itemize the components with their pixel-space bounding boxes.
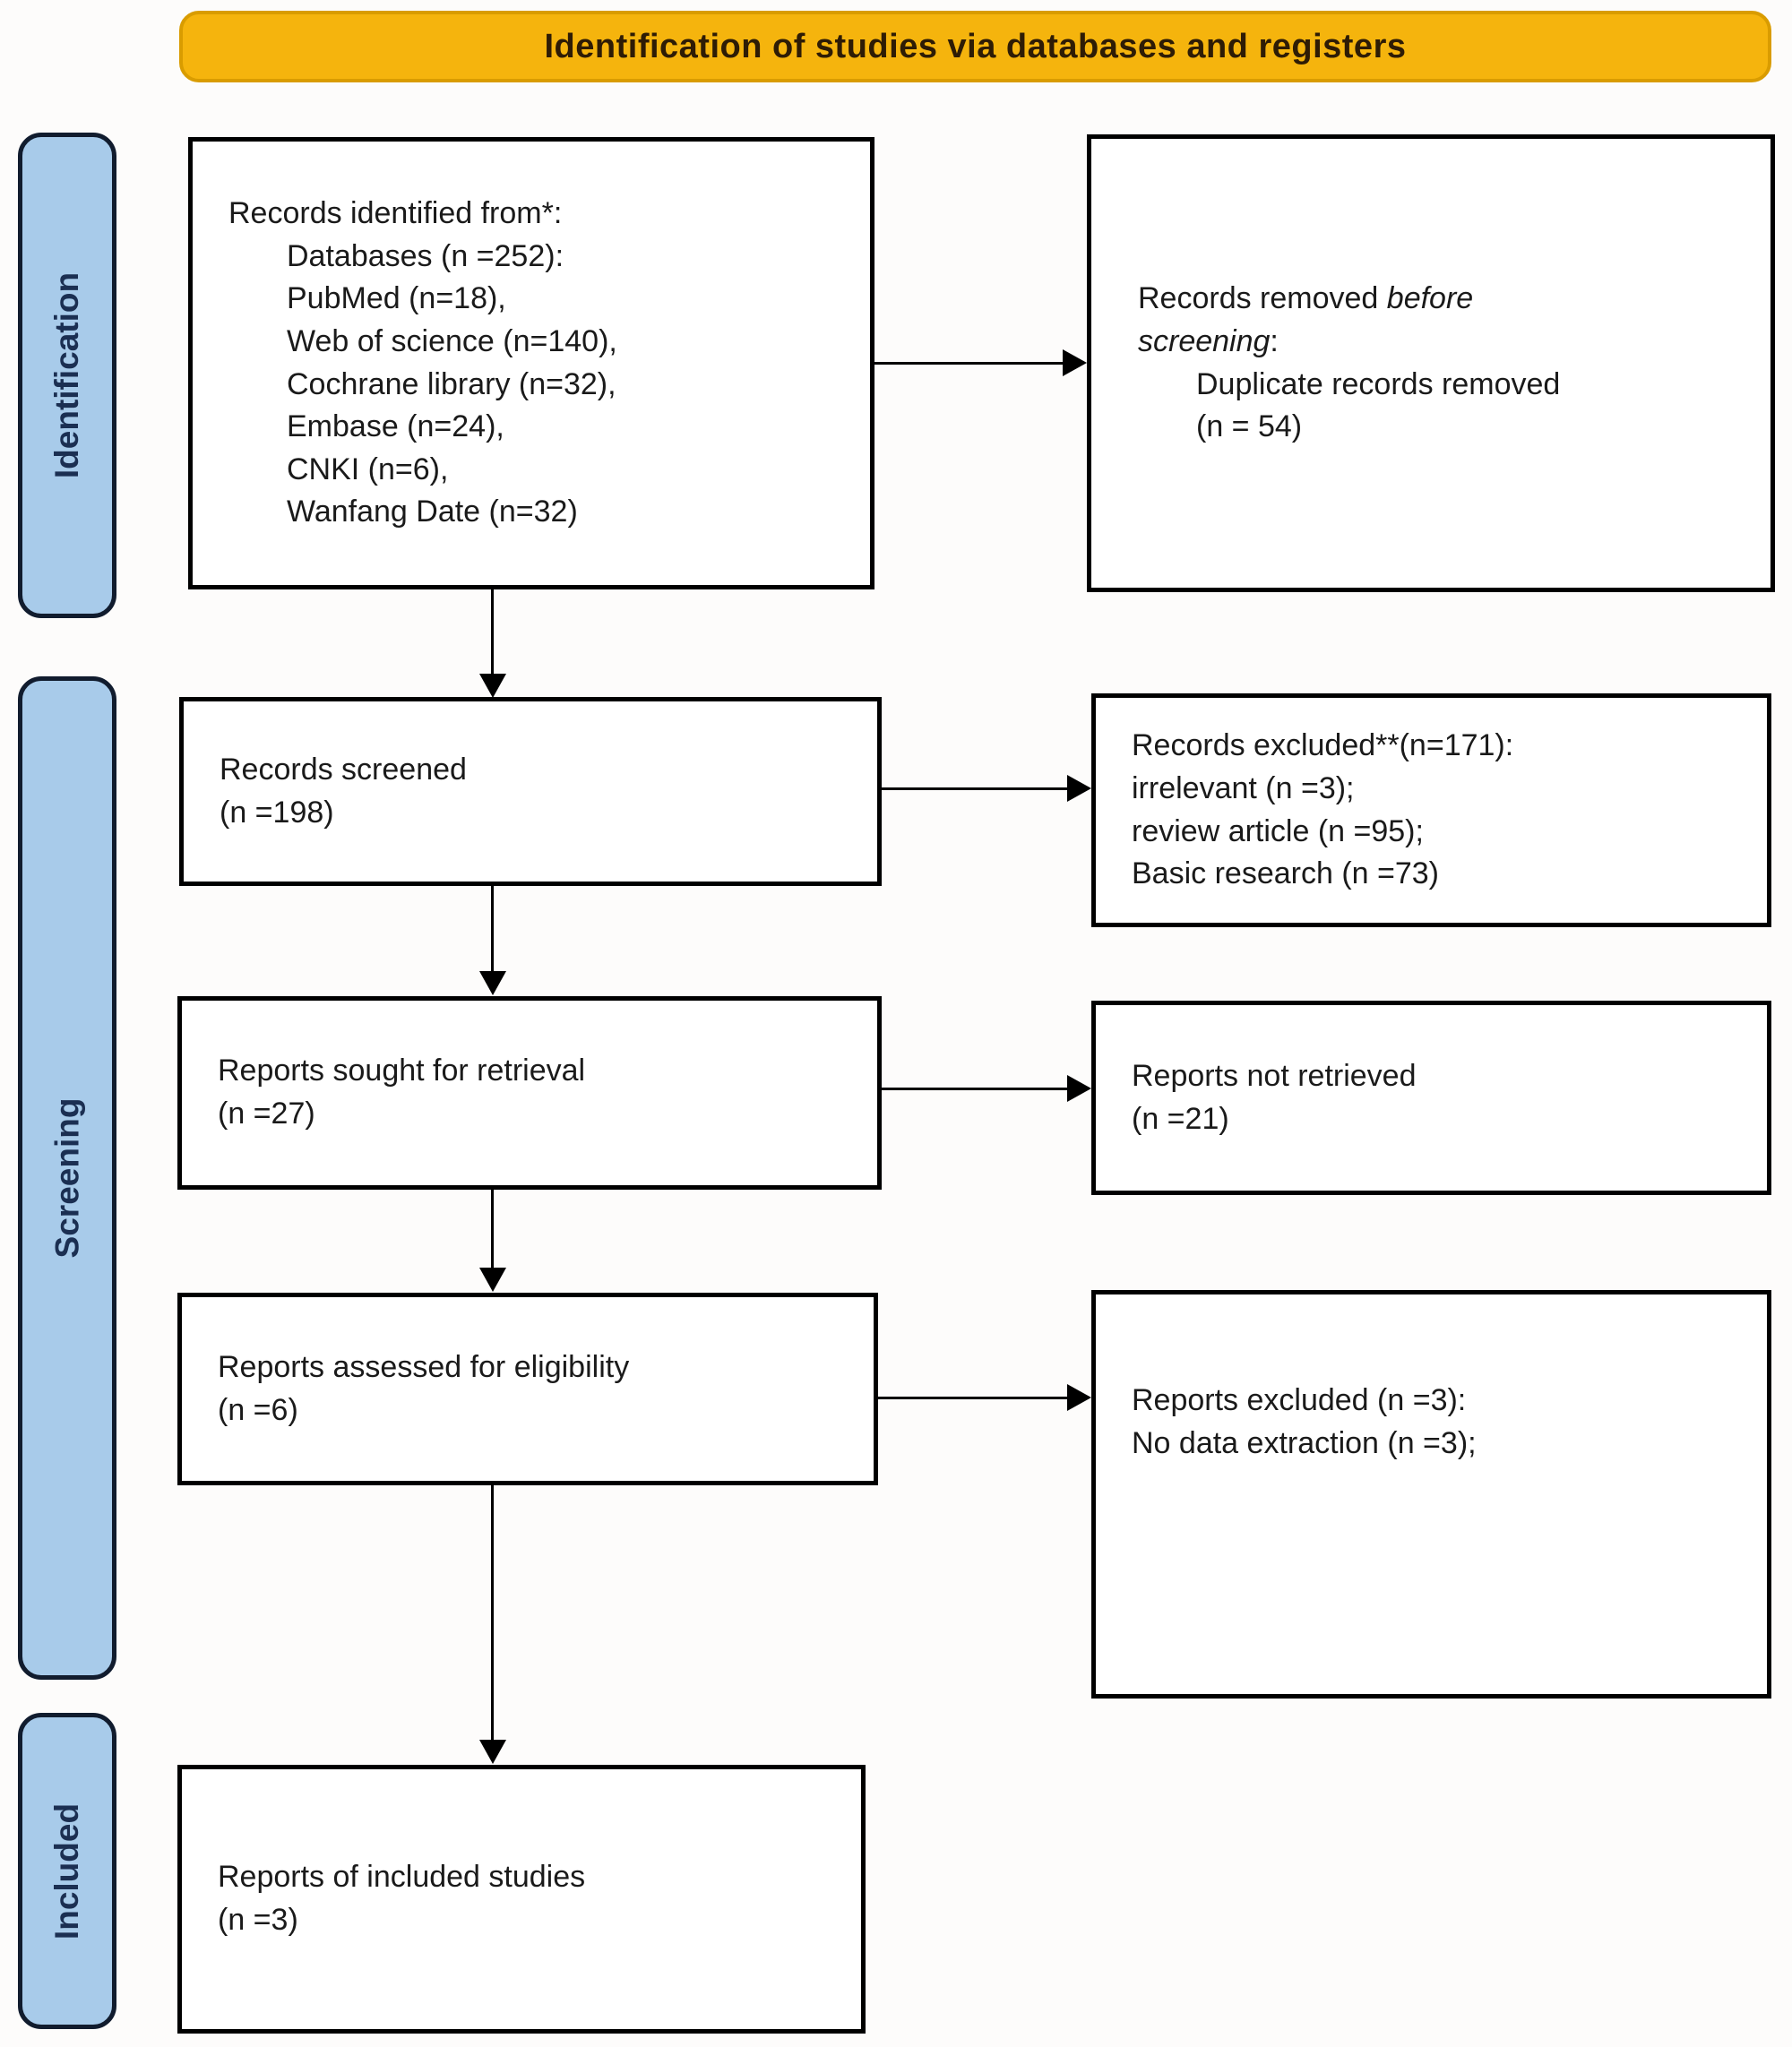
records-removed-title: Records removed before screening: <box>1138 278 1749 363</box>
box-reports-included: Reports of included studies (n =3) <box>177 1765 866 2034</box>
title-banner-text: Identification of studies via databases … <box>544 27 1407 65</box>
reports-excluded-reason: No data extraction (n =3); <box>1132 1425 1477 1460</box>
arrow-shaft <box>881 787 1068 790</box>
box-reports-sought: Reports sought for retrieval (n =27) <box>177 996 882 1190</box>
box-reports-excluded: Reports excluded (n =3): No data extract… <box>1091 1290 1771 1699</box>
records-identified-title: Records identified from*: <box>228 196 563 231</box>
records-removed-title-colon: : <box>1270 323 1279 358</box>
arrow-shaft <box>491 589 494 675</box>
arrow-shaft <box>877 1397 1068 1399</box>
records-identified-item: Cochrane library (n=32), <box>287 366 616 401</box>
arrow-shaft <box>874 362 1064 365</box>
box-reports-assessed: Reports assessed for eligibility (n =6) <box>177 1293 878 1485</box>
title-banner: Identification of studies via databases … <box>179 11 1771 82</box>
stage-pill-identification: Identification <box>18 133 116 618</box>
reports-sought-label: Reports sought for retrieval <box>218 1054 586 1088</box>
box-records-identified: Records identified from*: Databases (n =… <box>188 137 874 589</box>
arrow-head-down-icon <box>479 971 506 995</box>
records-excluded-title: Records excluded**(n=171): <box>1132 728 1514 763</box>
arrow-head-right-icon <box>1067 775 1091 802</box>
records-excluded-reason: Basic research (n =73) <box>1132 856 1439 891</box>
arrow-head-down-icon <box>479 674 506 698</box>
records-screened-count: (n =198) <box>220 795 334 830</box>
stage-label-included: Included <box>48 1802 85 1939</box>
arrow-shaft <box>491 1189 494 1269</box>
records-removed-title-normal: Records removed <box>1138 281 1387 316</box>
records-removed-count: (n = 54) <box>1196 409 1303 444</box>
stage-label-screening: Screening <box>48 1097 85 1259</box>
records-excluded-reason: irrelevant (n =3); <box>1132 770 1355 805</box>
arrow-head-down-icon <box>479 1740 506 1764</box>
records-identified-item: CNKI (n=6), <box>287 452 449 486</box>
records-identified-item: Wanfang Date (n=32) <box>287 495 578 529</box>
reports-sought-count: (n =27) <box>218 1097 315 1131</box>
reports-assessed-label: Reports assessed for eligibility <box>218 1349 630 1384</box>
reports-not-retrieved-label: Reports not retrieved <box>1132 1058 1417 1093</box>
stage-label-identification: Identification <box>48 271 86 479</box>
records-removed-title-italic: before <box>1386 281 1474 316</box>
records-identified-item: PubMed (n=18), <box>287 281 506 316</box>
arrow-shaft <box>881 1088 1068 1090</box>
stage-pill-included: Included <box>18 1713 116 2029</box>
reports-not-retrieved-count: (n =21) <box>1132 1101 1229 1136</box>
arrow-head-right-icon <box>1067 1075 1091 1102</box>
records-identified-item: Embase (n=24), <box>287 409 504 444</box>
box-records-excluded: Records excluded**(n=171): irrelevant (n… <box>1091 693 1771 927</box>
arrow-shaft <box>491 885 494 973</box>
records-screened-label: Records screened <box>220 752 467 787</box>
reports-included-label: Reports of included studies <box>218 1860 586 1895</box>
reports-included-count: (n =3) <box>218 1903 298 1937</box>
box-reports-not-retrieved: Reports not retrieved (n =21) <box>1091 1001 1771 1195</box>
records-removed-detail: Duplicate records removed <box>1196 366 1561 401</box>
records-removed-title-italic2: screening <box>1138 323 1271 358</box>
records-excluded-reason: review article (n =95); <box>1132 813 1424 848</box>
stage-pill-screening: Screening <box>18 676 116 1680</box>
arrow-head-down-icon <box>479 1268 506 1292</box>
arrow-shaft <box>491 1484 494 1742</box>
arrow-head-right-icon <box>1063 349 1087 376</box>
box-records-screened: Records screened (n =198) <box>179 697 882 886</box>
reports-assessed-count: (n =6) <box>218 1392 298 1427</box>
records-identified-item: Web of science (n=140), <box>287 323 617 358</box>
reports-excluded-title: Reports excluded (n =3): <box>1132 1383 1467 1417</box>
records-identified-item: Databases (n =252): <box>287 238 564 273</box>
box-records-removed: Records removed before screening: Duplic… <box>1087 134 1775 592</box>
arrow-head-right-icon <box>1067 1384 1091 1411</box>
